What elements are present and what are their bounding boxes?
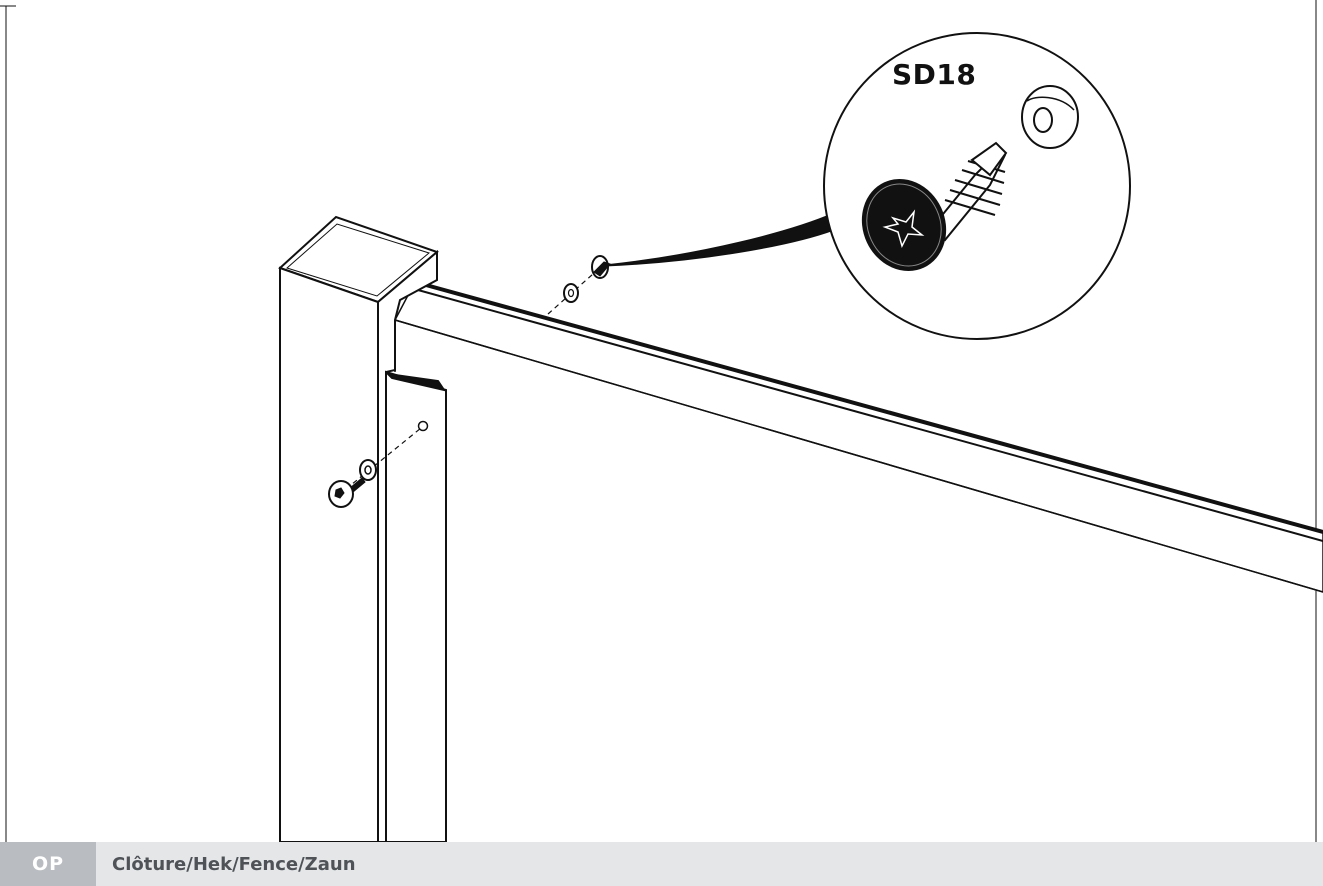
mounting-plate bbox=[385, 370, 447, 842]
corner-marks bbox=[0, 0, 1317, 842]
footer-title: Clôture/Hek/Fence/Zaun bbox=[96, 842, 1323, 886]
callout-leader bbox=[604, 212, 835, 267]
detail-callout bbox=[823, 32, 1131, 340]
fence-post bbox=[278, 215, 439, 842]
assembly-drawing bbox=[0, 0, 1323, 842]
footer-code: OP bbox=[0, 842, 96, 886]
top-screw-assembly bbox=[547, 255, 611, 315]
fence-top-rail bbox=[393, 280, 1323, 593]
washer-icon bbox=[1021, 85, 1079, 149]
self-drilling-screw-icon bbox=[861, 141, 1008, 271]
side-screw-assembly bbox=[328, 427, 422, 508]
callout-label: SD18 bbox=[892, 58, 977, 91]
footer-bar: OP Clôture/Hek/Fence/Zaun bbox=[0, 842, 1323, 886]
